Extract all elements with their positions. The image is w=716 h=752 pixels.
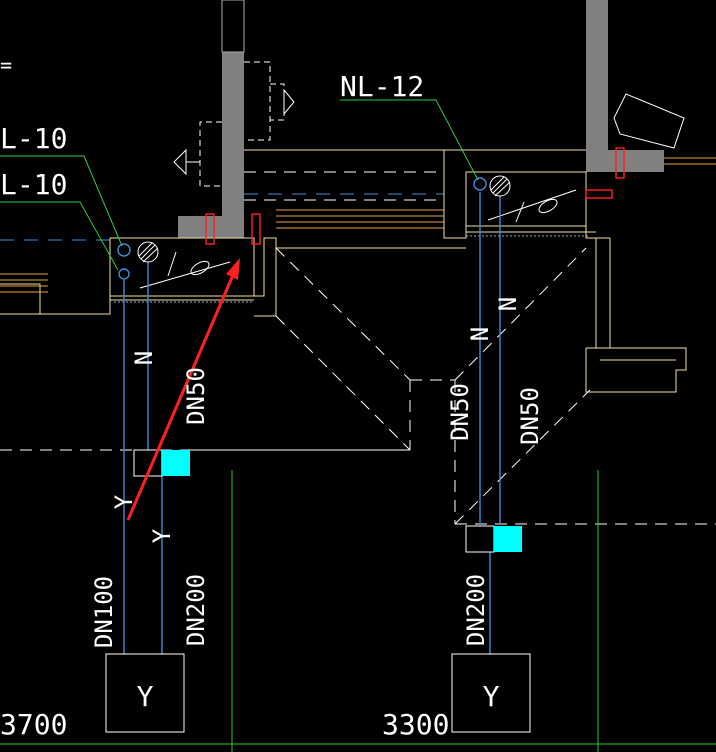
cyan-marker-left: [162, 450, 190, 476]
label-dn200-left: DN200: [182, 574, 210, 646]
label-y-left2: Y: [148, 528, 176, 543]
equipment-symbol-top-right: [613, 93, 685, 149]
label-dn100: DN100: [90, 576, 118, 648]
label-dn50-left: DN50: [182, 367, 210, 425]
hatch-bands: [114, 235, 590, 303]
label-box-y-right: Y: [483, 680, 500, 713]
label-l10-top: L-10: [0, 122, 67, 155]
cyan-marker-right: [494, 526, 522, 552]
pipe-heads: [117, 177, 487, 280]
pit-internal-lines: [139, 189, 577, 289]
label-dn50-mid2: DN50: [516, 387, 544, 445]
orange-bands: [0, 157, 716, 293]
dashed-lines-blue: [0, 193, 444, 241]
y-box-right: [451, 653, 531, 733]
dashed-lines: [0, 171, 716, 525]
label-dim-right: 3300: [382, 708, 449, 741]
red-arrow-head: [226, 258, 240, 280]
label-box-y-left: Y: [137, 680, 154, 713]
y-box-left: [105, 653, 185, 733]
pipes-right: [479, 192, 501, 654]
label-n-mid1: N: [466, 327, 494, 341]
label-corner-mark: =: [0, 53, 12, 77]
red-valve-marks: [205, 147, 625, 245]
leader-lines: [0, 99, 479, 271]
pipes-left: [123, 262, 163, 654]
label-n-mid2: N: [494, 297, 522, 311]
label-y-left1: Y: [110, 494, 138, 509]
wall-right: [586, 0, 664, 172]
arrow-left-symbol: [173, 148, 200, 176]
pipe-hatched-circles: [137, 175, 511, 263]
label-nl12: NL-12: [340, 70, 424, 103]
label-n-left: N: [130, 351, 158, 365]
label-dn200-right: DN200: [462, 574, 490, 646]
structure-outlines: [0, 149, 687, 393]
red-arrow-shaft: [126, 267, 238, 521]
label-l10-bottom: L-10: [0, 168, 67, 201]
wall-left-upper-outline: [221, 0, 245, 53]
label-dim-left: 3700: [0, 708, 67, 741]
arrow-right-symbol: [283, 88, 295, 116]
label-dn50-mid1: DN50: [446, 383, 474, 441]
wall-left: [178, 52, 244, 238]
green-grid-lines: [0, 470, 716, 752]
